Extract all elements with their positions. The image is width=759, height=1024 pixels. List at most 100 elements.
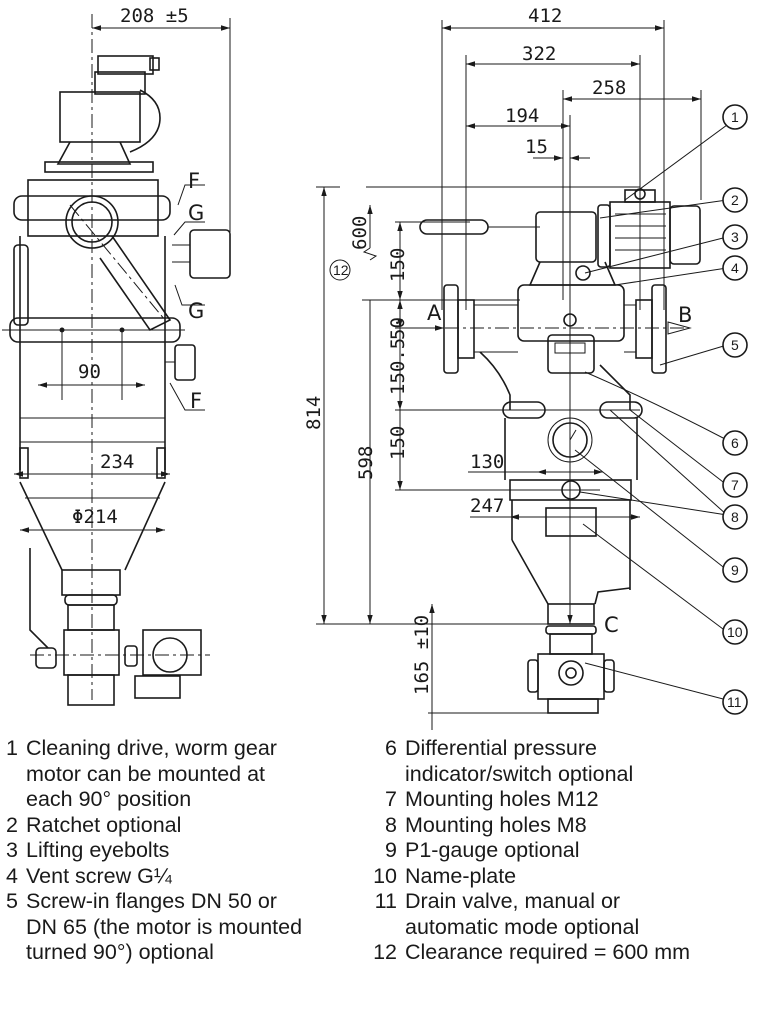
legend-number: 8 — [385, 812, 397, 837]
callout-12: 12 — [333, 262, 349, 278]
port-a-label: A — [427, 301, 442, 325]
legend-text: motor can be mounted at — [26, 761, 266, 786]
label-f-top: F — [188, 169, 200, 193]
dim-130: 130 — [470, 451, 504, 473]
callout-10: 10 — [722, 619, 748, 645]
legend-text: P1-gauge optional — [405, 838, 580, 862]
callout-9: 9 — [722, 557, 748, 583]
side-view: 208 ±5 F G G — [2, 5, 231, 706]
svg-text:6: 6 — [731, 435, 739, 451]
dim-234: 234 — [100, 451, 134, 473]
callout-4: 4 — [722, 255, 748, 281]
legend-number — [4, 940, 18, 966]
dim-598: 598 — [355, 446, 377, 480]
legend-number: 11 — [374, 889, 397, 913]
legend-item: 11 Drain valve, manual or — [372, 889, 759, 915]
label-f-bottom: F — [190, 389, 202, 413]
dim-247: 247 — [470, 495, 504, 517]
svg-text:1: 1 — [731, 109, 739, 125]
dim-194: 194 — [505, 105, 539, 127]
legend-text: Mounting holes M8 — [405, 812, 587, 837]
legend-number: 7 — [385, 787, 397, 811]
legend-text: Lifting eyebolts — [26, 838, 170, 862]
legend-number — [4, 787, 18, 813]
svg-text:3: 3 — [731, 229, 739, 245]
legend-item: 7 Mounting holes M12 — [372, 787, 759, 813]
legend-number: 1 — [6, 736, 18, 760]
label-g-bottom: G — [188, 299, 204, 323]
legend-number — [372, 915, 397, 941]
legend-number — [4, 915, 18, 941]
svg-text:10: 10 — [727, 624, 743, 640]
legend-text: Differential pressure — [405, 736, 597, 760]
dim-50: 50 — [387, 317, 409, 340]
port-c-label: C — [604, 613, 619, 637]
dim-208: 208 ±5 — [120, 5, 189, 27]
legend-text: indicator/switch optional — [405, 761, 634, 786]
callout-8: 8 — [722, 504, 748, 530]
legend-text: Drain valve, manual or — [405, 889, 621, 913]
legend-item: each 90° position — [4, 787, 374, 813]
legend-item: 10 Name-plate — [372, 864, 759, 890]
legend-item: 6 Differential pressure — [372, 736, 759, 762]
dim-150-5: 150.5 — [387, 338, 409, 395]
legend-item: 1 Cleaning drive, worm gear — [4, 736, 374, 762]
legend-text: Name-plate — [405, 863, 517, 888]
dim-150-top: 150 — [387, 248, 409, 282]
legend-number: 5 — [6, 889, 18, 913]
legend-number: 3 — [6, 838, 18, 862]
legend-number — [372, 762, 397, 788]
port-b-label: B — [678, 303, 692, 327]
callout-1: 1 — [722, 104, 748, 130]
legend-text: DN 65 (the motor is mounted — [26, 914, 303, 939]
legend-item: 3 Lifting eyebolts — [4, 838, 374, 864]
dim-814: 814 — [303, 396, 325, 430]
svg-text:11: 11 — [727, 694, 742, 710]
legend-number: 9 — [385, 838, 397, 862]
legend-text: Cleaning drive, worm gear — [26, 736, 277, 760]
front-view: 412 322 258 194 15 814 598 600 12 150 50… — [303, 5, 748, 730]
legend-number: 10 — [373, 863, 397, 888]
svg-text:9: 9 — [731, 562, 739, 578]
legend-text: turned 90°) optional — [26, 940, 214, 964]
legend-item: 8 Mounting holes M8 — [372, 813, 759, 839]
legend-number: 12 — [373, 940, 397, 964]
label-g-top: G — [188, 201, 204, 225]
legend-text: Vent screw G¼ — [26, 863, 172, 888]
dim-150-bottom: 150 — [387, 426, 409, 460]
dim-90: 90 — [78, 361, 101, 383]
legend-item: turned 90°) optional — [4, 940, 374, 966]
dim-165: 165 ±10 — [411, 615, 433, 695]
legend-text: each 90° position — [26, 787, 192, 811]
dim-phi214: Φ214 — [72, 506, 118, 528]
dim-600: 600 — [349, 216, 371, 250]
svg-text:8: 8 — [731, 509, 739, 525]
svg-text:4: 4 — [731, 260, 739, 276]
callout-7: 7 — [722, 472, 748, 498]
callout-6: 6 — [722, 430, 748, 456]
dim-412: 412 — [528, 5, 562, 27]
legend-number: 6 — [385, 736, 397, 760]
dim-15: 15 — [525, 136, 548, 158]
legend-item: 9 P1-gauge optional — [372, 838, 759, 864]
legend-text: Mounting holes M12 — [405, 787, 599, 811]
technical-drawing: 208 ±5 F G G — [2, 5, 748, 730]
legend-text: Ratchet optional — [26, 812, 182, 837]
legend-item: 5 Screw-in flanges DN 50 or — [4, 889, 374, 915]
legend-text: automatic mode optional — [405, 914, 640, 939]
legend-item: 2 Ratchet optional — [4, 813, 374, 839]
svg-text:5: 5 — [731, 337, 739, 353]
legend-text: Screw-in flanges DN 50 or — [26, 889, 277, 913]
callout-2: 2 — [722, 187, 748, 213]
dim-322: 322 — [522, 43, 556, 65]
legend-number: 2 — [6, 812, 18, 837]
legend-item: motor can be mounted at — [4, 762, 374, 788]
legend-item: indicator/switch optional — [372, 762, 759, 788]
callout-5: 5 — [722, 332, 748, 358]
svg-text:7: 7 — [731, 477, 739, 493]
svg-text:2: 2 — [731, 192, 739, 208]
